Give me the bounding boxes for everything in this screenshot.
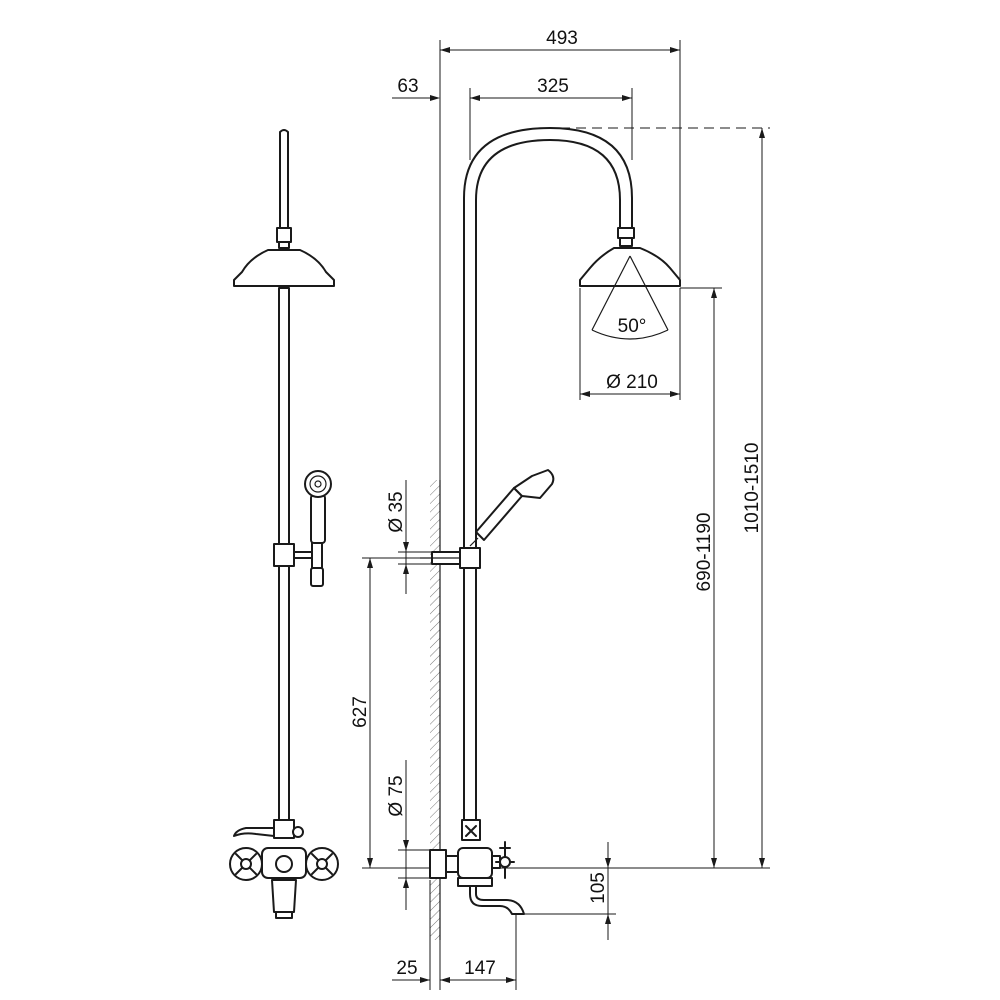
side-handle: [491, 841, 515, 879]
side-wall-inlet: [429, 849, 447, 879]
dimension-labels: 493 63 325 50° Ø 210 Ø 35 627 Ø 75 690-1…: [350, 28, 763, 979]
front-slider-bracket: [273, 543, 295, 567]
front-left-handle: [229, 847, 263, 881]
side-gooseneck-outer: [463, 127, 633, 549]
front-shower-head: [233, 249, 335, 287]
dim-inlet-diameter: Ø 75: [386, 775, 407, 816]
side-hand-shower-handle: [475, 487, 523, 541]
front-top-riser: [279, 129, 289, 229]
side-view: [420, 127, 681, 915]
dim-bracket-diameter: Ø 35: [386, 491, 407, 532]
side-mixer-body: [457, 847, 493, 879]
front-spout: [271, 879, 297, 913]
front-lower-column: [278, 565, 290, 821]
side-shower-head: [579, 247, 681, 287]
dim-wall-spacing: 25: [396, 958, 417, 979]
front-right-handle: [305, 847, 339, 881]
side-head-connector: [617, 227, 635, 239]
dim-spout-height: 105: [588, 872, 609, 904]
front-hand-shower-handle: [310, 494, 326, 544]
dim-head-height: 690-1190: [694, 513, 715, 592]
front-main-column: [278, 287, 290, 545]
spray-angle-arc: [591, 329, 669, 340]
front-holder-clip: [310, 567, 324, 587]
dim-wall-offset: 63: [397, 76, 418, 97]
front-head-connector: [276, 227, 292, 243]
side-hand-shower-head: [513, 469, 555, 499]
front-diverter-lever: [233, 827, 275, 837]
dim-spray-angle: 50°: [618, 316, 647, 337]
dim-head-diameter: Ø 210: [606, 372, 658, 393]
side-lower-column: [463, 567, 477, 821]
dim-total-height: 1010-1510: [742, 443, 763, 534]
dim-arm-projection: 325: [537, 76, 569, 97]
front-diverter: [273, 819, 295, 839]
front-hand-shower-head: [304, 470, 332, 498]
dimension-lines: [362, 40, 770, 990]
front-view: [229, 129, 339, 919]
side-gooseneck-inner: [475, 139, 621, 549]
dim-bracket-height: 627: [350, 696, 371, 728]
side-slider-bracket: [459, 547, 481, 569]
dim-spout-projection: 147: [464, 958, 496, 979]
dim-overall-width: 493: [546, 28, 578, 49]
